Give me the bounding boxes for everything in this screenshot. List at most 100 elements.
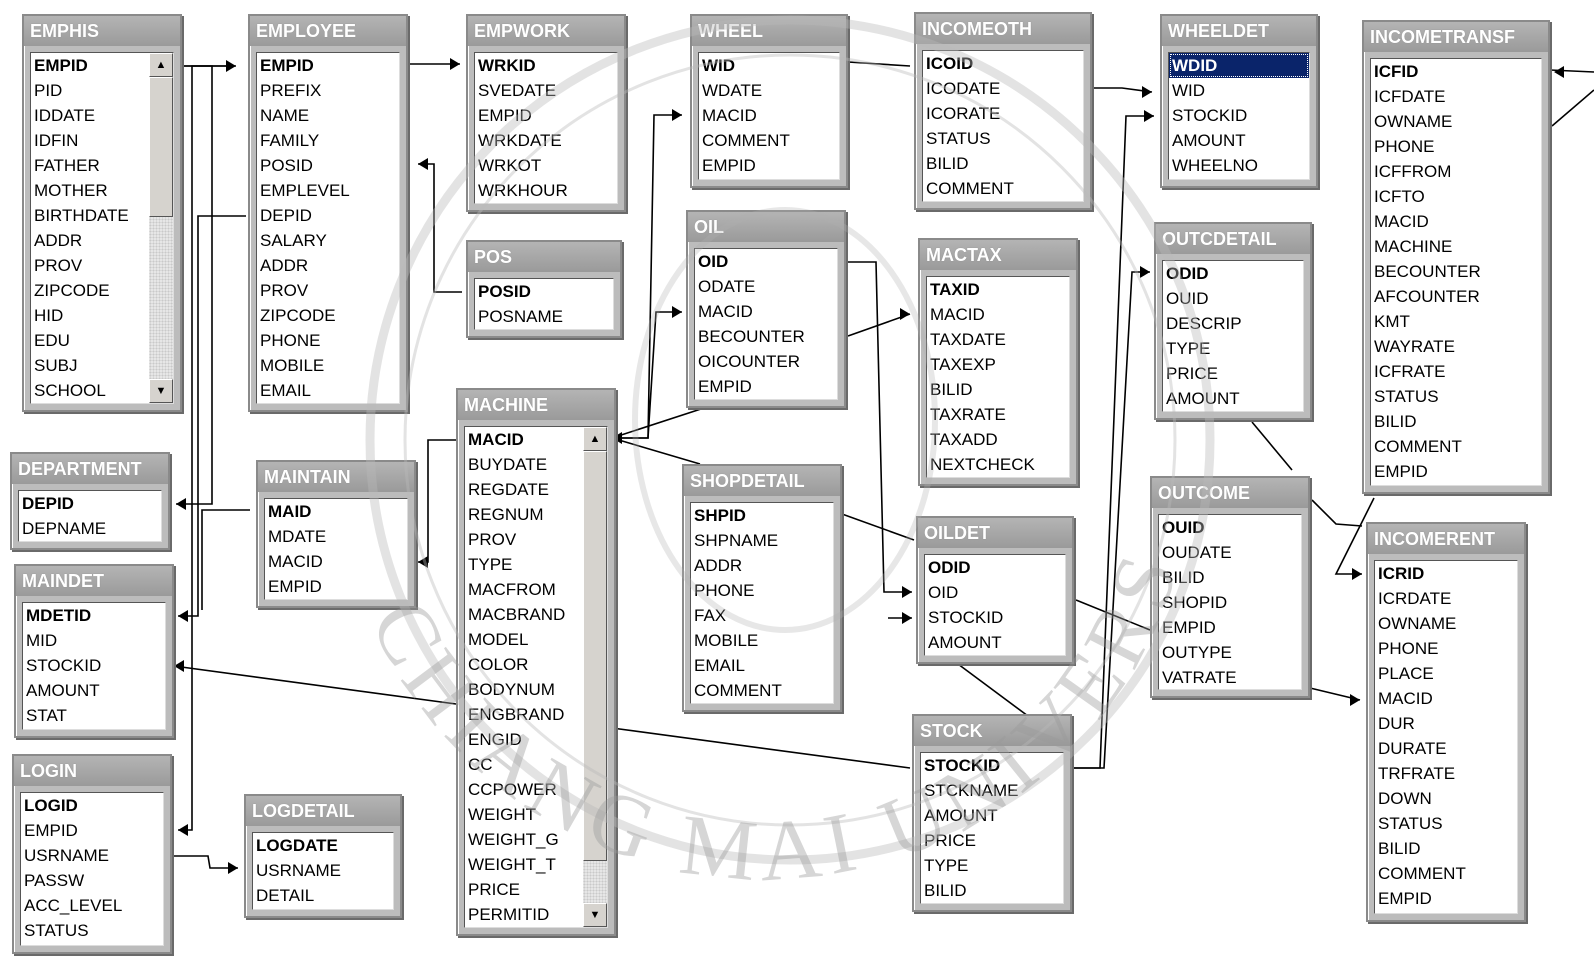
field-row[interactable]: ADDR <box>34 231 83 250</box>
table-title[interactable]: EMPHIS <box>24 16 180 46</box>
field-row[interactable]: WHEELNO <box>1172 156 1258 175</box>
field-row[interactable]: EMAIL <box>260 381 312 400</box>
field-row[interactable]: EMPID <box>24 821 78 840</box>
field-row[interactable]: EMPID <box>702 156 756 175</box>
field-row[interactable]: STATUS <box>1378 814 1443 833</box>
field-row[interactable]: EMAIL <box>694 656 746 675</box>
field-row[interactable]: PHONE <box>260 331 321 350</box>
relationship-line[interactable] <box>1311 499 1363 527</box>
scrollbar[interactable]: ▲▼ <box>149 53 173 403</box>
field-row[interactable]: WAYRATE <box>1374 337 1455 356</box>
field-row[interactable]: KMT <box>1374 312 1410 331</box>
field-row[interactable]: WEIGHT <box>468 805 536 824</box>
table-title[interactable]: STOCK <box>914 716 1070 746</box>
field-row[interactable]: BIRTHDATE <box>34 206 129 225</box>
field-row[interactable]: ODATE <box>698 277 756 296</box>
field-row[interactable]: ICFTO <box>1374 187 1425 206</box>
scroll-up-arrow-icon[interactable]: ▲ <box>149 53 173 77</box>
field-row[interactable]: STCKNAME <box>924 781 1019 800</box>
field-row[interactable]: EMPID <box>698 377 752 396</box>
field-row[interactable]: DEPID <box>22 494 74 513</box>
field-row[interactable]: WDATE <box>702 81 763 100</box>
field-row[interactable]: AFCOUNTER <box>1374 287 1480 306</box>
field-row[interactable]: POSID <box>478 282 531 301</box>
field-row[interactable]: ACC_LEVEL <box>24 896 123 915</box>
field-row[interactable]: DOWN <box>1378 789 1432 808</box>
field-row[interactable]: BILID <box>924 881 967 900</box>
relationship-line[interactable] <box>957 663 1029 717</box>
field-row[interactable]: WRKHOUR <box>478 181 568 200</box>
field-row[interactable]: OWNAME <box>1378 614 1457 633</box>
scrollbar[interactable]: ▲▼ <box>583 427 607 927</box>
field-row[interactable]: STOCKID <box>924 756 1001 775</box>
field-row[interactable]: EMPID <box>478 106 532 125</box>
field-row[interactable]: OID <box>928 583 959 602</box>
relationship-line[interactable] <box>418 439 456 563</box>
field-row[interactable]: MACBRAND <box>468 605 566 624</box>
field-row[interactable]: PERMITID <box>468 905 550 924</box>
relationship-line[interactable] <box>848 261 912 593</box>
field-row[interactable]: ICFRATE <box>1374 362 1446 381</box>
table-title[interactable]: EMPWORK <box>468 16 624 46</box>
field-row[interactable]: MDATE <box>268 527 327 546</box>
table-title[interactable]: LOGIN <box>14 756 170 786</box>
field-row[interactable]: ICRDATE <box>1378 589 1452 608</box>
field-row[interactable]: TYPE <box>924 856 969 875</box>
field-row[interactable]: COMMENT <box>702 131 790 150</box>
field-row[interactable]: STOCKID <box>928 608 1004 627</box>
field-row[interactable]: ODID <box>928 558 971 577</box>
field-row[interactable]: STATUS <box>1374 387 1439 406</box>
field-row[interactable]: EMPID <box>1162 618 1216 637</box>
field-row[interactable]: NEXTCHECK <box>930 455 1035 474</box>
field-row[interactable]: COMMENT <box>1374 437 1462 456</box>
scroll-down-arrow-icon[interactable]: ▼ <box>149 379 173 403</box>
table-title[interactable]: WHEELDET <box>1162 16 1316 46</box>
field-row[interactable]: EMPID <box>268 577 322 596</box>
field-row[interactable]: WEIGHT_T <box>468 855 556 874</box>
field-row[interactable]: EMPID <box>1374 462 1428 481</box>
field-row[interactable]: OUID <box>1162 518 1205 537</box>
relationship-line[interactable] <box>841 513 915 541</box>
field-row[interactable]: HID <box>34 306 64 325</box>
field-row[interactable]: POSID <box>260 156 313 175</box>
relationship-line[interactable] <box>847 313 911 337</box>
field-row[interactable]: TAXADD <box>930 430 998 449</box>
relationship-line[interactable] <box>612 311 682 439</box>
relationship-line[interactable] <box>1551 89 1594 127</box>
field-row[interactable]: IDDATE <box>34 106 96 125</box>
field-row[interactable]: OUID <box>1166 289 1209 308</box>
field-row[interactable]: COMMENT <box>1378 864 1466 883</box>
field-row[interactable]: SALARY <box>260 231 327 250</box>
field-row[interactable]: TAXID <box>930 280 980 299</box>
field-row[interactable]: PHONE <box>694 581 755 600</box>
field-row[interactable]: OUTYPE <box>1162 643 1232 662</box>
relationship-line[interactable] <box>201 509 250 610</box>
field-row[interactable]: PRICE <box>1166 364 1218 383</box>
field-row[interactable]: WRKDATE <box>478 131 562 150</box>
field-row[interactable]: ICORATE <box>926 104 1001 123</box>
scroll-up-arrow-icon[interactable]: ▲ <box>583 427 607 451</box>
field-row[interactable]: PROV <box>34 256 83 275</box>
field-row[interactable]: EMPID <box>1378 889 1432 908</box>
field-row[interactable]: USRNAME <box>256 861 342 880</box>
field-row[interactable]: WRKID <box>478 56 536 75</box>
field-row[interactable]: SHPNAME <box>694 531 779 550</box>
field-row[interactable]: AMOUNT <box>1172 131 1246 150</box>
field-row[interactable]: DURATE <box>1378 739 1447 758</box>
